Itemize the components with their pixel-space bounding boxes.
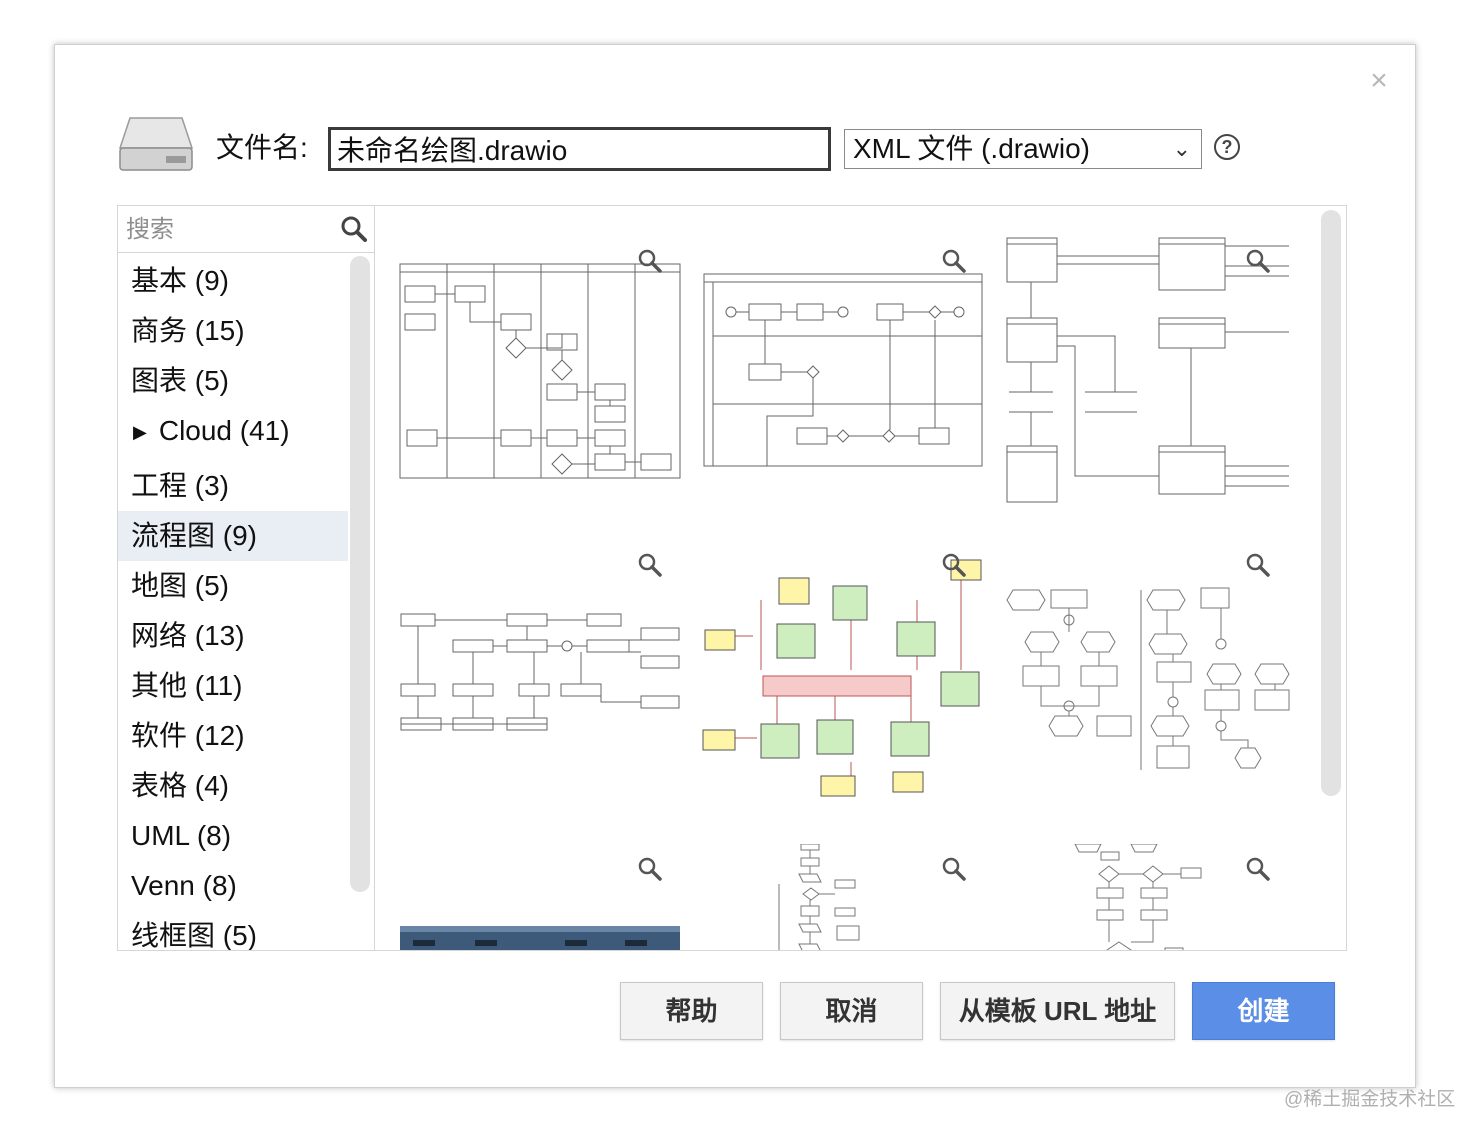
hard-drive-icon [118, 117, 194, 171]
template-thumbnail[interactable] [397, 844, 687, 950]
template-thumbnail[interactable] [1005, 540, 1295, 830]
expand-triangle-icon: ▶ [133, 422, 147, 442]
template-gallery [375, 205, 1347, 951]
zoom-icon[interactable] [637, 552, 663, 578]
zoom-icon[interactable] [1245, 248, 1271, 274]
category-maps[interactable]: 地图 (5) [131, 570, 230, 601]
zoom-icon[interactable] [1245, 552, 1271, 578]
system-development-preview [702, 559, 982, 797]
search-input[interactable] [124, 212, 338, 248]
template-thumbnail[interactable] [701, 844, 991, 950]
decision-flowchart-preview [1074, 844, 1202, 950]
category-panel: 基本 (9) 商务 (15) 图表 (5) ▶ Cloud (41) 工程 (3)… [117, 205, 375, 951]
help-button[interactable]: 帮助 [620, 982, 763, 1040]
bpmn-pool-preview [703, 273, 983, 467]
watermark: @稀土掘金技术社区 [1284, 1089, 1456, 1110]
category-charts[interactable]: 图表 (5) [131, 365, 230, 396]
category-scrollbar[interactable] [350, 256, 370, 892]
process-flow-preview [400, 613, 680, 731]
zoom-icon[interactable] [941, 248, 967, 274]
template-thumbnail[interactable] [701, 236, 991, 526]
zoom-icon[interactable] [941, 856, 967, 882]
vertical-flowchart-preview [778, 844, 860, 950]
search-box [118, 206, 374, 253]
epc-diagram-preview [1006, 587, 1290, 770]
gallery-scrollbar[interactable] [1321, 210, 1341, 796]
filetype-select[interactable]: XML 文件 (.drawio) ⌄ [844, 129, 1202, 169]
zoom-icon[interactable] [1245, 856, 1271, 882]
category-flowchart[interactable]: 流程图 (9) [118, 511, 348, 561]
category-network[interactable]: 网络 (13) [131, 620, 245, 651]
chevron-down-icon: ⌄ [1172, 136, 1191, 161]
search-icon[interactable] [340, 215, 368, 243]
filetype-value: XML 文件 (.drawio) [853, 133, 1091, 164]
help-icon[interactable]: ? [1214, 134, 1240, 160]
create-button[interactable]: 创建 [1192, 982, 1335, 1040]
cancel-button[interactable]: 取消 [780, 982, 923, 1040]
category-uml[interactable]: UML (8) [131, 820, 232, 851]
category-list: 基本 (9) 商务 (15) 图表 (5) ▶ Cloud (41) 工程 (3)… [118, 256, 348, 951]
from-template-url-button[interactable]: 从模板 URL 地址 [940, 982, 1175, 1040]
category-venn[interactable]: Venn (8) [131, 870, 237, 901]
ui-mockup-preview [400, 926, 680, 950]
category-cloud-label: Cloud (41) [158, 415, 290, 446]
filename-input[interactable] [328, 127, 831, 171]
category-other[interactable]: 其他 (11) [131, 670, 243, 701]
category-business[interactable]: 商务 (15) [131, 315, 245, 346]
category-wireframes[interactable]: 线框图 (5) [131, 920, 258, 951]
close-icon[interactable]: × [1370, 64, 1388, 97]
template-thumbnail[interactable] [1005, 844, 1295, 950]
zoom-icon[interactable] [637, 856, 663, 882]
template-thumbnail[interactable] [1005, 236, 1295, 526]
filename-label: 文件名: [216, 132, 308, 163]
function-object-preview [1006, 237, 1289, 503]
category-engineering[interactable]: 工程 (3) [131, 470, 230, 501]
zoom-icon[interactable] [637, 248, 663, 274]
category-tables[interactable]: 表格 (4) [131, 770, 230, 801]
category-software[interactable]: 软件 (12) [131, 720, 245, 751]
template-thumbnail[interactable] [397, 236, 687, 526]
category-basic[interactable]: 基本 (9) [131, 265, 230, 296]
template-thumbnail[interactable] [701, 540, 991, 830]
category-cloud[interactable]: ▶ Cloud (41) [118, 406, 348, 456]
swimlane-flowchart-preview [399, 263, 681, 479]
template-thumbnail[interactable] [397, 540, 687, 830]
zoom-icon[interactable] [941, 552, 967, 578]
